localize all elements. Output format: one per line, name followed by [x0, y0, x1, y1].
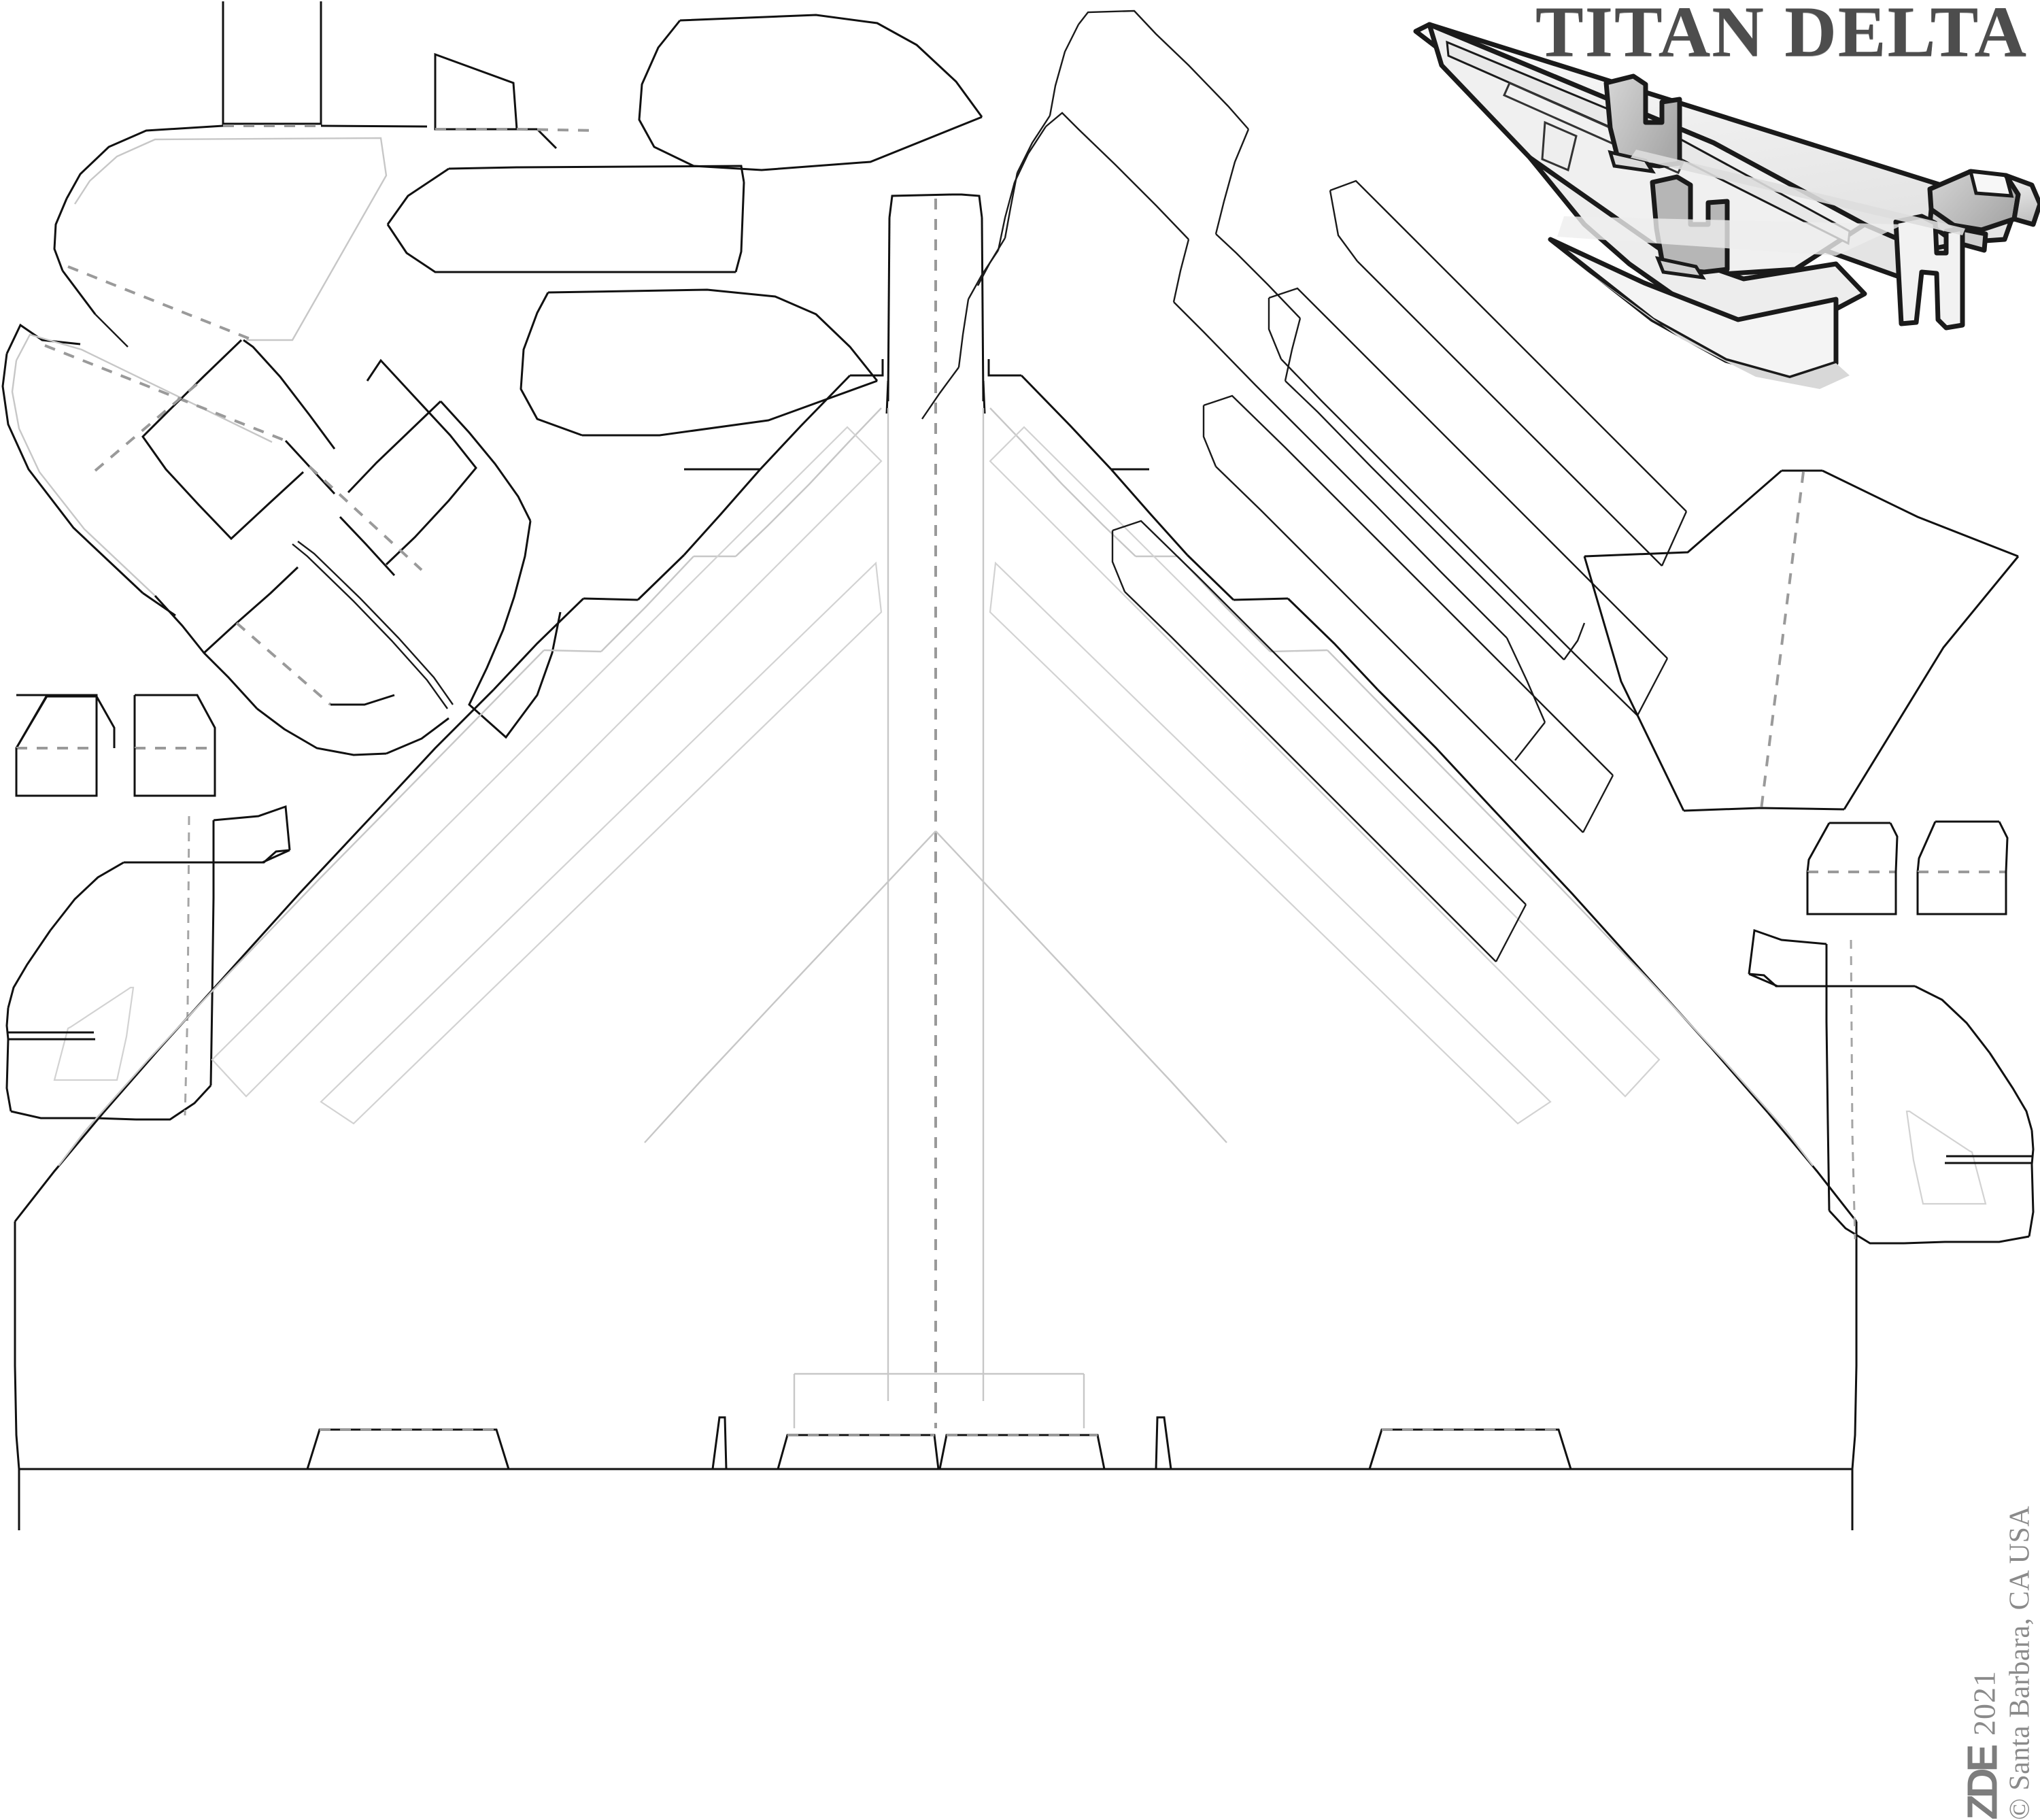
- cutting-plan: [1, 1, 2040, 1530]
- assembled-model-illustration: [1413, 22, 2040, 389]
- page-title: TITAN DELTA: [1535, 0, 2028, 68]
- part-wing-spar-strip-2: [921, 112, 1546, 761]
- copyright-credit: ZDE 2021 © Santa Barbara, CA USA: [1959, 1506, 2036, 1820]
- part-main-delta-wing: [14, 193, 1858, 1530]
- part-wing-spar-strip-3: [1329, 180, 1688, 567]
- part-vertical-fin-right: [1748, 928, 2035, 1245]
- part-vertical-fin-left: [5, 805, 291, 1121]
- part-fuselage-lower-left: [1, 323, 336, 617]
- part-engine-box-left-a: [15, 694, 116, 797]
- part-canard-strip-upper: [386, 165, 745, 273]
- part-wing-spar-strip-4: [1268, 287, 1669, 716]
- part-glue-tab-row: [306, 1372, 1572, 1470]
- credit-row-1: ZDE 2021: [1959, 1506, 2007, 1820]
- part-wing-spar-strip-1: [976, 10, 1586, 660]
- part-fuselage-upper-left: [53, 1, 599, 348]
- part-engine-box-right-b: [1916, 820, 2009, 915]
- copyright-line: © Santa Barbara, CA USA: [2004, 1506, 2035, 1820]
- credit-row-2: © Santa Barbara, CA USA: [2003, 1506, 2036, 1820]
- part-engine-box-right-a: [1806, 822, 1899, 915]
- part-nose-cone-panel: [1583, 469, 2020, 812]
- part-canard-upper: [638, 14, 983, 171]
- part-engine-box-left-b: [133, 694, 216, 797]
- title-text: TITAN DELTA: [1535, 0, 2028, 71]
- part-canard-lower: [520, 288, 879, 437]
- part-lower-nose-spine: [154, 400, 562, 756]
- part-wing-spar-strip-5: [1202, 394, 1614, 833]
- part-wing-spar-strip-6: [1111, 520, 1527, 962]
- publisher-logo: ZDE: [1959, 1748, 2007, 1820]
- part-intake-panel-right: [308, 358, 477, 577]
- part-intake-panel-left: [94, 339, 336, 541]
- copyright-year: 2021: [1967, 1670, 2001, 1736]
